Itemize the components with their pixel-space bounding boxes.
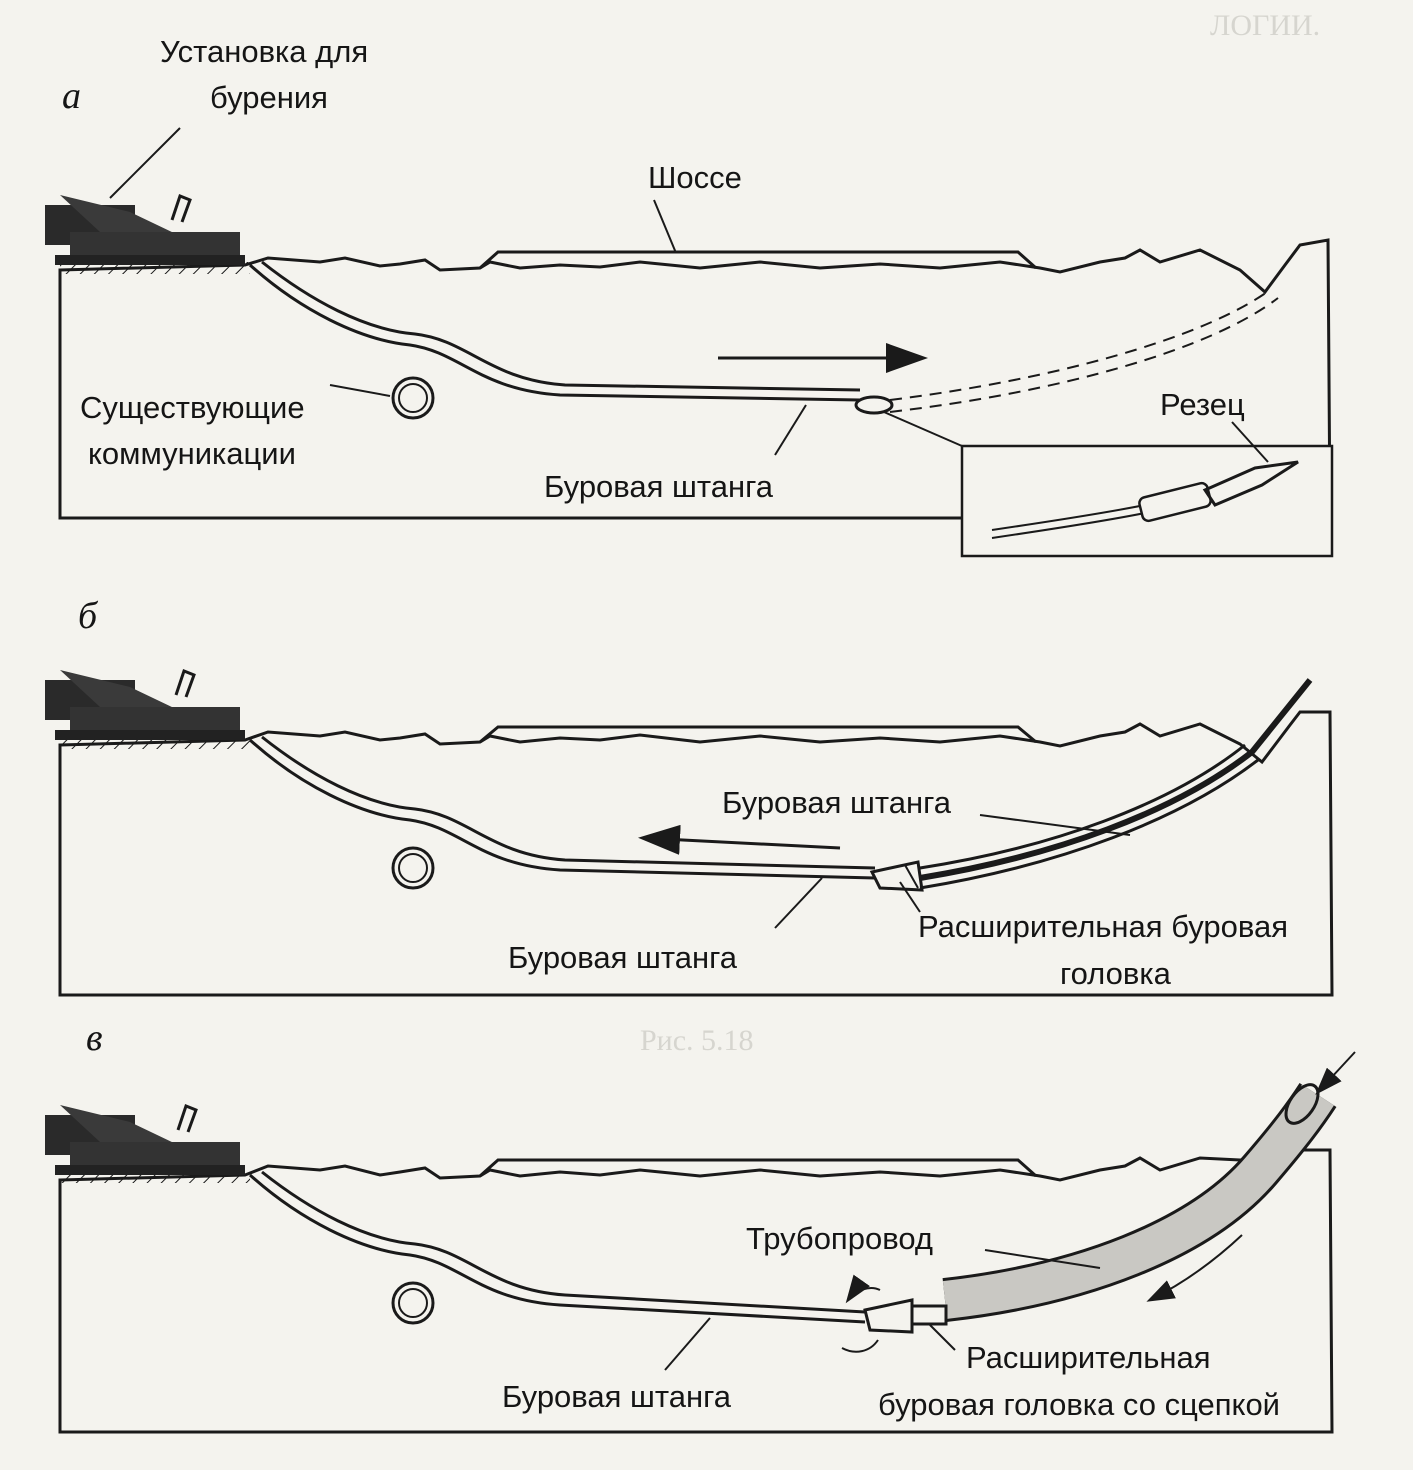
drill-rig	[45, 1104, 245, 1175]
utility-leader	[329, 384, 391, 397]
rod-label: Буровая штанга	[502, 1379, 732, 1414]
reamer-head	[863, 1298, 914, 1334]
rod-upper-label: Буровая штанга	[722, 785, 952, 820]
bleed-text: ЛОГИИ.	[1210, 9, 1320, 42]
panel-c: в Трубопровод Буровая	[45, 1017, 1356, 1434]
existing-utility-pipe-inner	[398, 853, 428, 883]
reamed-bore	[919, 758, 1259, 890]
cutter-leader	[1231, 421, 1269, 463]
panel-tag-a: а	[62, 75, 81, 117]
road	[479, 1158, 1037, 1178]
existing-utility-pipe	[391, 1281, 435, 1325]
panel-tag-c: в	[86, 1017, 103, 1059]
rod-upper-leader	[979, 814, 1131, 836]
utilities-label-line1: Существующие	[80, 390, 305, 425]
inset-rod	[991, 504, 1146, 531]
rig-label-line2: бурения	[210, 80, 328, 115]
existing-utility-pipe	[391, 846, 435, 890]
utilities-label-line2: коммуникации	[88, 436, 296, 471]
pilot-bore	[248, 738, 876, 880]
reamer-label-line2: буровая головка со сцепкой	[878, 1387, 1280, 1422]
reamer-detail	[904, 864, 919, 889]
bleed-text: Рис. 5.18	[640, 1024, 754, 1057]
road-leader	[653, 199, 677, 254]
reamer-label-line1: Расширительная буровая	[918, 909, 1288, 944]
rotation-arrow	[841, 1339, 879, 1353]
rod-lower-label: Буровая штанга	[508, 940, 738, 975]
rod-leader	[774, 404, 807, 456]
planned-path	[889, 289, 1271, 401]
pilot-bore	[261, 260, 861, 392]
road	[479, 725, 1037, 744]
inset-rod	[991, 512, 1146, 539]
reamed-bore	[919, 743, 1246, 870]
panel-b: б Буровая штанга Буровая штанга	[45, 595, 1334, 997]
drill-rod	[261, 1170, 866, 1314]
drill-rig	[45, 194, 245, 265]
swivel-coupling	[910, 1304, 948, 1326]
reamer-head	[869, 860, 924, 892]
reamer-label-line1: Расширительная	[966, 1340, 1211, 1375]
rig-label-line1: Установка для	[160, 34, 368, 69]
drill-rod	[248, 1173, 866, 1324]
rod-lower-leader	[774, 877, 823, 929]
panel-a: а Шоссе Установка для бурения	[45, 34, 1334, 558]
rig-leader	[109, 127, 181, 199]
rotation-arrow	[845, 1274, 881, 1304]
drill-rig	[45, 669, 245, 740]
reamer-leader	[929, 1324, 956, 1351]
pullback-arrow	[1146, 1234, 1243, 1302]
reamer-label-line2: головка	[1060, 956, 1172, 991]
reamer-leader	[899, 881, 921, 913]
panel-tag-b: б	[78, 595, 99, 637]
cutter-head	[854, 395, 894, 415]
direction-arrow-back	[638, 824, 841, 855]
cutter-bit	[1202, 460, 1299, 507]
planned-path	[889, 297, 1279, 413]
pipeline-label: Трубопровод	[746, 1221, 933, 1256]
pilot-bore	[261, 735, 876, 870]
existing-utility-pipe-inner	[398, 1288, 428, 1318]
pipeline-end	[1284, 1083, 1320, 1125]
pilot-bore	[248, 263, 861, 402]
road-label: Шоссе	[648, 160, 742, 195]
drill-rod-return	[919, 678, 1313, 881]
rod-leader	[664, 1317, 711, 1371]
pipeline-leader	[984, 1249, 1101, 1269]
pullback-arrow	[1315, 1051, 1356, 1095]
road	[479, 250, 1037, 270]
existing-utility-pipe-inner	[398, 383, 428, 413]
cutter-label: Резец	[1160, 387, 1245, 422]
existing-utility-pipe	[391, 376, 435, 420]
inset-leader	[883, 411, 963, 447]
ground-block	[58, 710, 1334, 997]
rod-label: Буровая штанга	[544, 469, 774, 504]
